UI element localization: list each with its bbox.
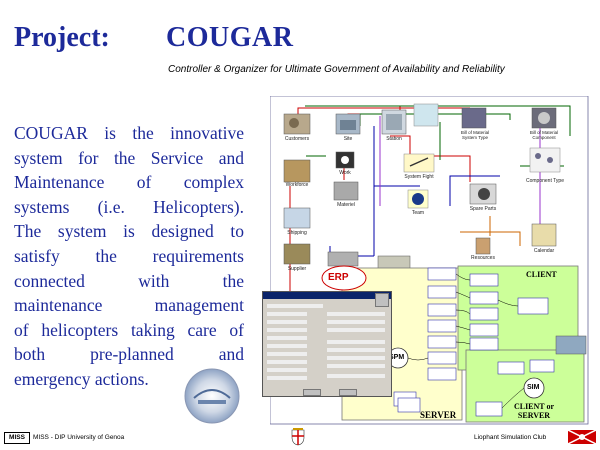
node-bom-system-icon [461,107,487,129]
svg-text:Component Type: Component Type [526,178,564,184]
erp-label: ERP [328,272,349,283]
description-line: maintenance management [14,295,244,316]
cougar-logo-icon [184,368,240,424]
project-name: COUGAR [166,22,294,53]
node-spare-parts [469,183,497,205]
footer-university: MISS - DIP University of Genoa [33,434,125,441]
svg-text:Workforce: Workforce [286,182,309,188]
svg-text:Station: Station [386,136,402,142]
node-supplier [283,243,311,265]
svg-text:System Type: System Type [462,135,488,140]
description-line: connected with the [14,270,244,291]
node-system-fight [403,153,435,173]
project-label: Project: [14,22,110,53]
description-line: both pre-planned and [14,344,244,365]
svg-text:Materiel: Materiel [337,202,355,208]
description-line: emergency actions. [14,368,149,389]
description-line: systems (i.e. Helicopters). [14,196,244,217]
description-line: Maintenance of complex [14,172,244,193]
description-line: of helicopters taking care of [14,319,244,340]
description-line: COUGAR is the innovative [14,123,244,143]
node-customers [283,113,311,135]
node-resources [475,237,491,255]
spm-label: SPM [389,354,405,361]
window-title-bar [263,292,391,299]
description-line: The system is designed to [14,221,244,242]
svg-text:Work: Work [339,170,351,176]
svg-text:Spare Parts: Spare Parts [470,206,497,212]
svg-text:Site: Site [344,136,353,142]
node-workforce [283,159,311,183]
svg-text:Calendar: Calendar [534,248,555,254]
miss-logo: MISS [4,432,30,444]
node-work [335,151,355,169]
svg-text:Component: Component [532,135,556,140]
description-line: system for the Service and [14,147,244,168]
diagram-frame [270,96,589,425]
svg-text:Bill of Material: Bill of Material [461,130,489,135]
client-or-server-label: CLIENT or SERVER [513,402,555,420]
node-component-type [529,147,561,173]
window-photo [375,293,389,307]
node-customers-label: Customers [285,136,310,142]
client-label: CLIENT [526,270,557,279]
helicopter-image [555,335,587,355]
window-button[interactable] [303,389,321,396]
node-team [407,189,429,209]
data-entry-window [262,291,392,397]
node-station [381,109,407,135]
node-materiel [333,181,359,201]
project-description: COUGAR is the innovative system for the … [14,121,244,392]
node-shipping [283,207,311,229]
erp-cloud [321,265,367,291]
svg-text:Shipping: Shipping [287,230,307,236]
university-crest-icon [291,428,305,446]
server-label: SERVER [420,410,457,420]
svg-text:System Fight: System Fight [404,174,434,180]
node-calendar [531,223,557,247]
sim-label: SIM [527,384,540,391]
footer-club: Liophant Simulation Club [474,434,547,441]
architecture-diagram: Customers Site Station Bill of Material … [270,96,589,425]
svg-text:Bill of Material: Bill of Material [530,130,558,135]
club-flag-icon [568,430,596,444]
description-line: satisfy the requirements [14,245,244,266]
node-bom-component [531,107,557,129]
node-site [335,113,361,135]
svg-text:Team: Team [412,210,424,216]
svg-text:Resources: Resources [471,255,495,261]
project-subtitle: Controller & Organizer for Ultimate Gove… [168,64,505,75]
window-button[interactable] [339,389,357,396]
node-bom-system [413,103,439,127]
svg-text:Supplier: Supplier [288,266,307,272]
